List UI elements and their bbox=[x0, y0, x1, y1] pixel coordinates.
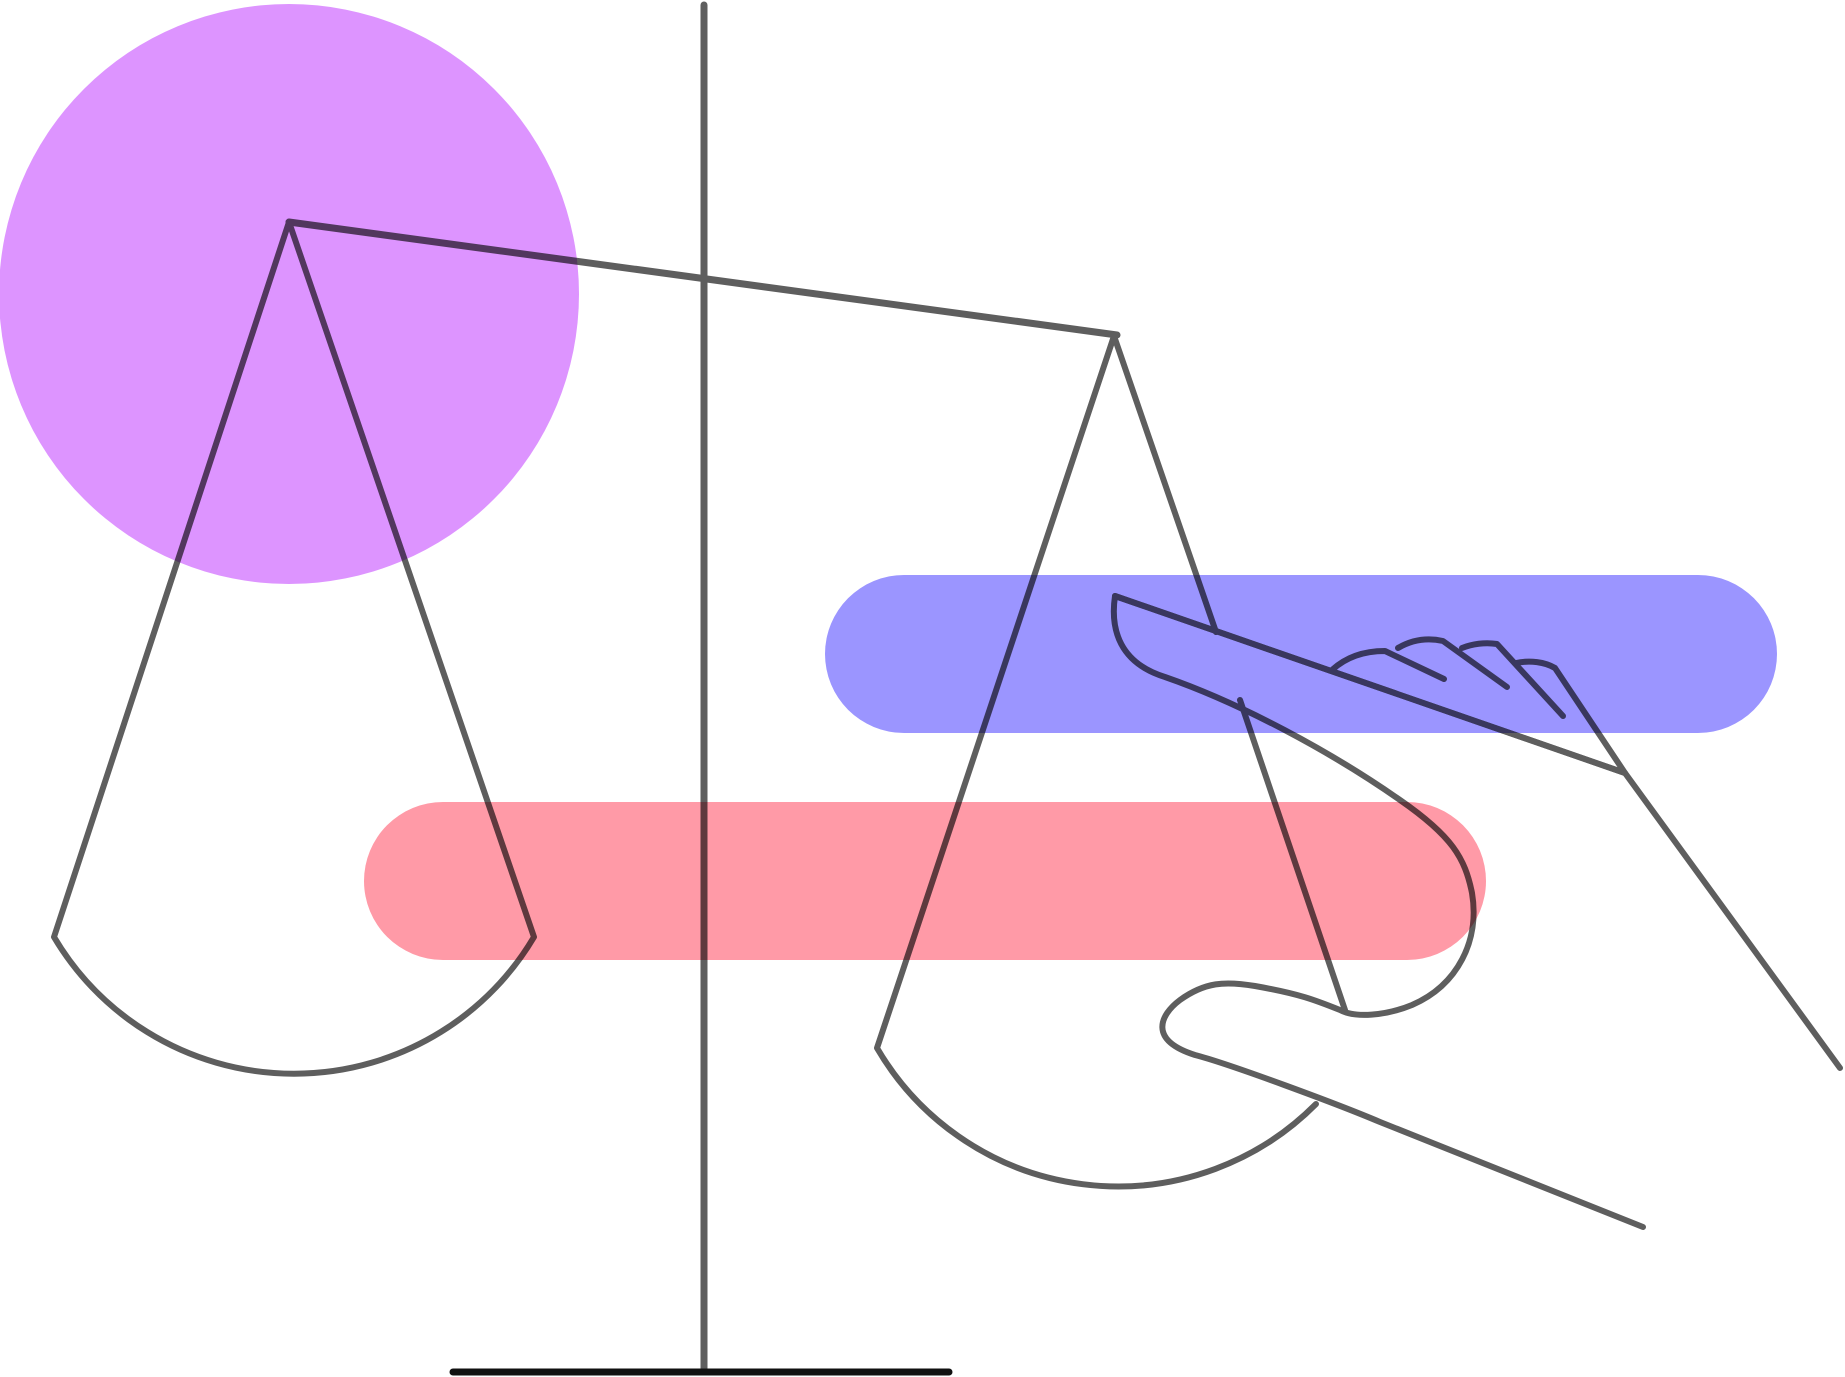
decorative-bar-bottom bbox=[364, 802, 1486, 960]
hand-thumb-edge bbox=[1112, 593, 1628, 776]
right-pan-string bbox=[1111, 333, 1219, 635]
right-pan-string-lower bbox=[1237, 697, 1348, 1013]
hand-icon bbox=[1110, 593, 1843, 1230]
hand-finger-1 bbox=[1329, 648, 1447, 682]
scale-beam bbox=[285, 218, 1121, 339]
decorative-bar-top bbox=[825, 575, 1777, 733]
right-scale-pan bbox=[874, 333, 1319, 1190]
hand-finger-3 bbox=[1459, 640, 1566, 719]
decorative-circle bbox=[0, 4, 579, 584]
left-scale-pan bbox=[51, 219, 537, 1077]
hand-finger-2 bbox=[1395, 636, 1510, 690]
